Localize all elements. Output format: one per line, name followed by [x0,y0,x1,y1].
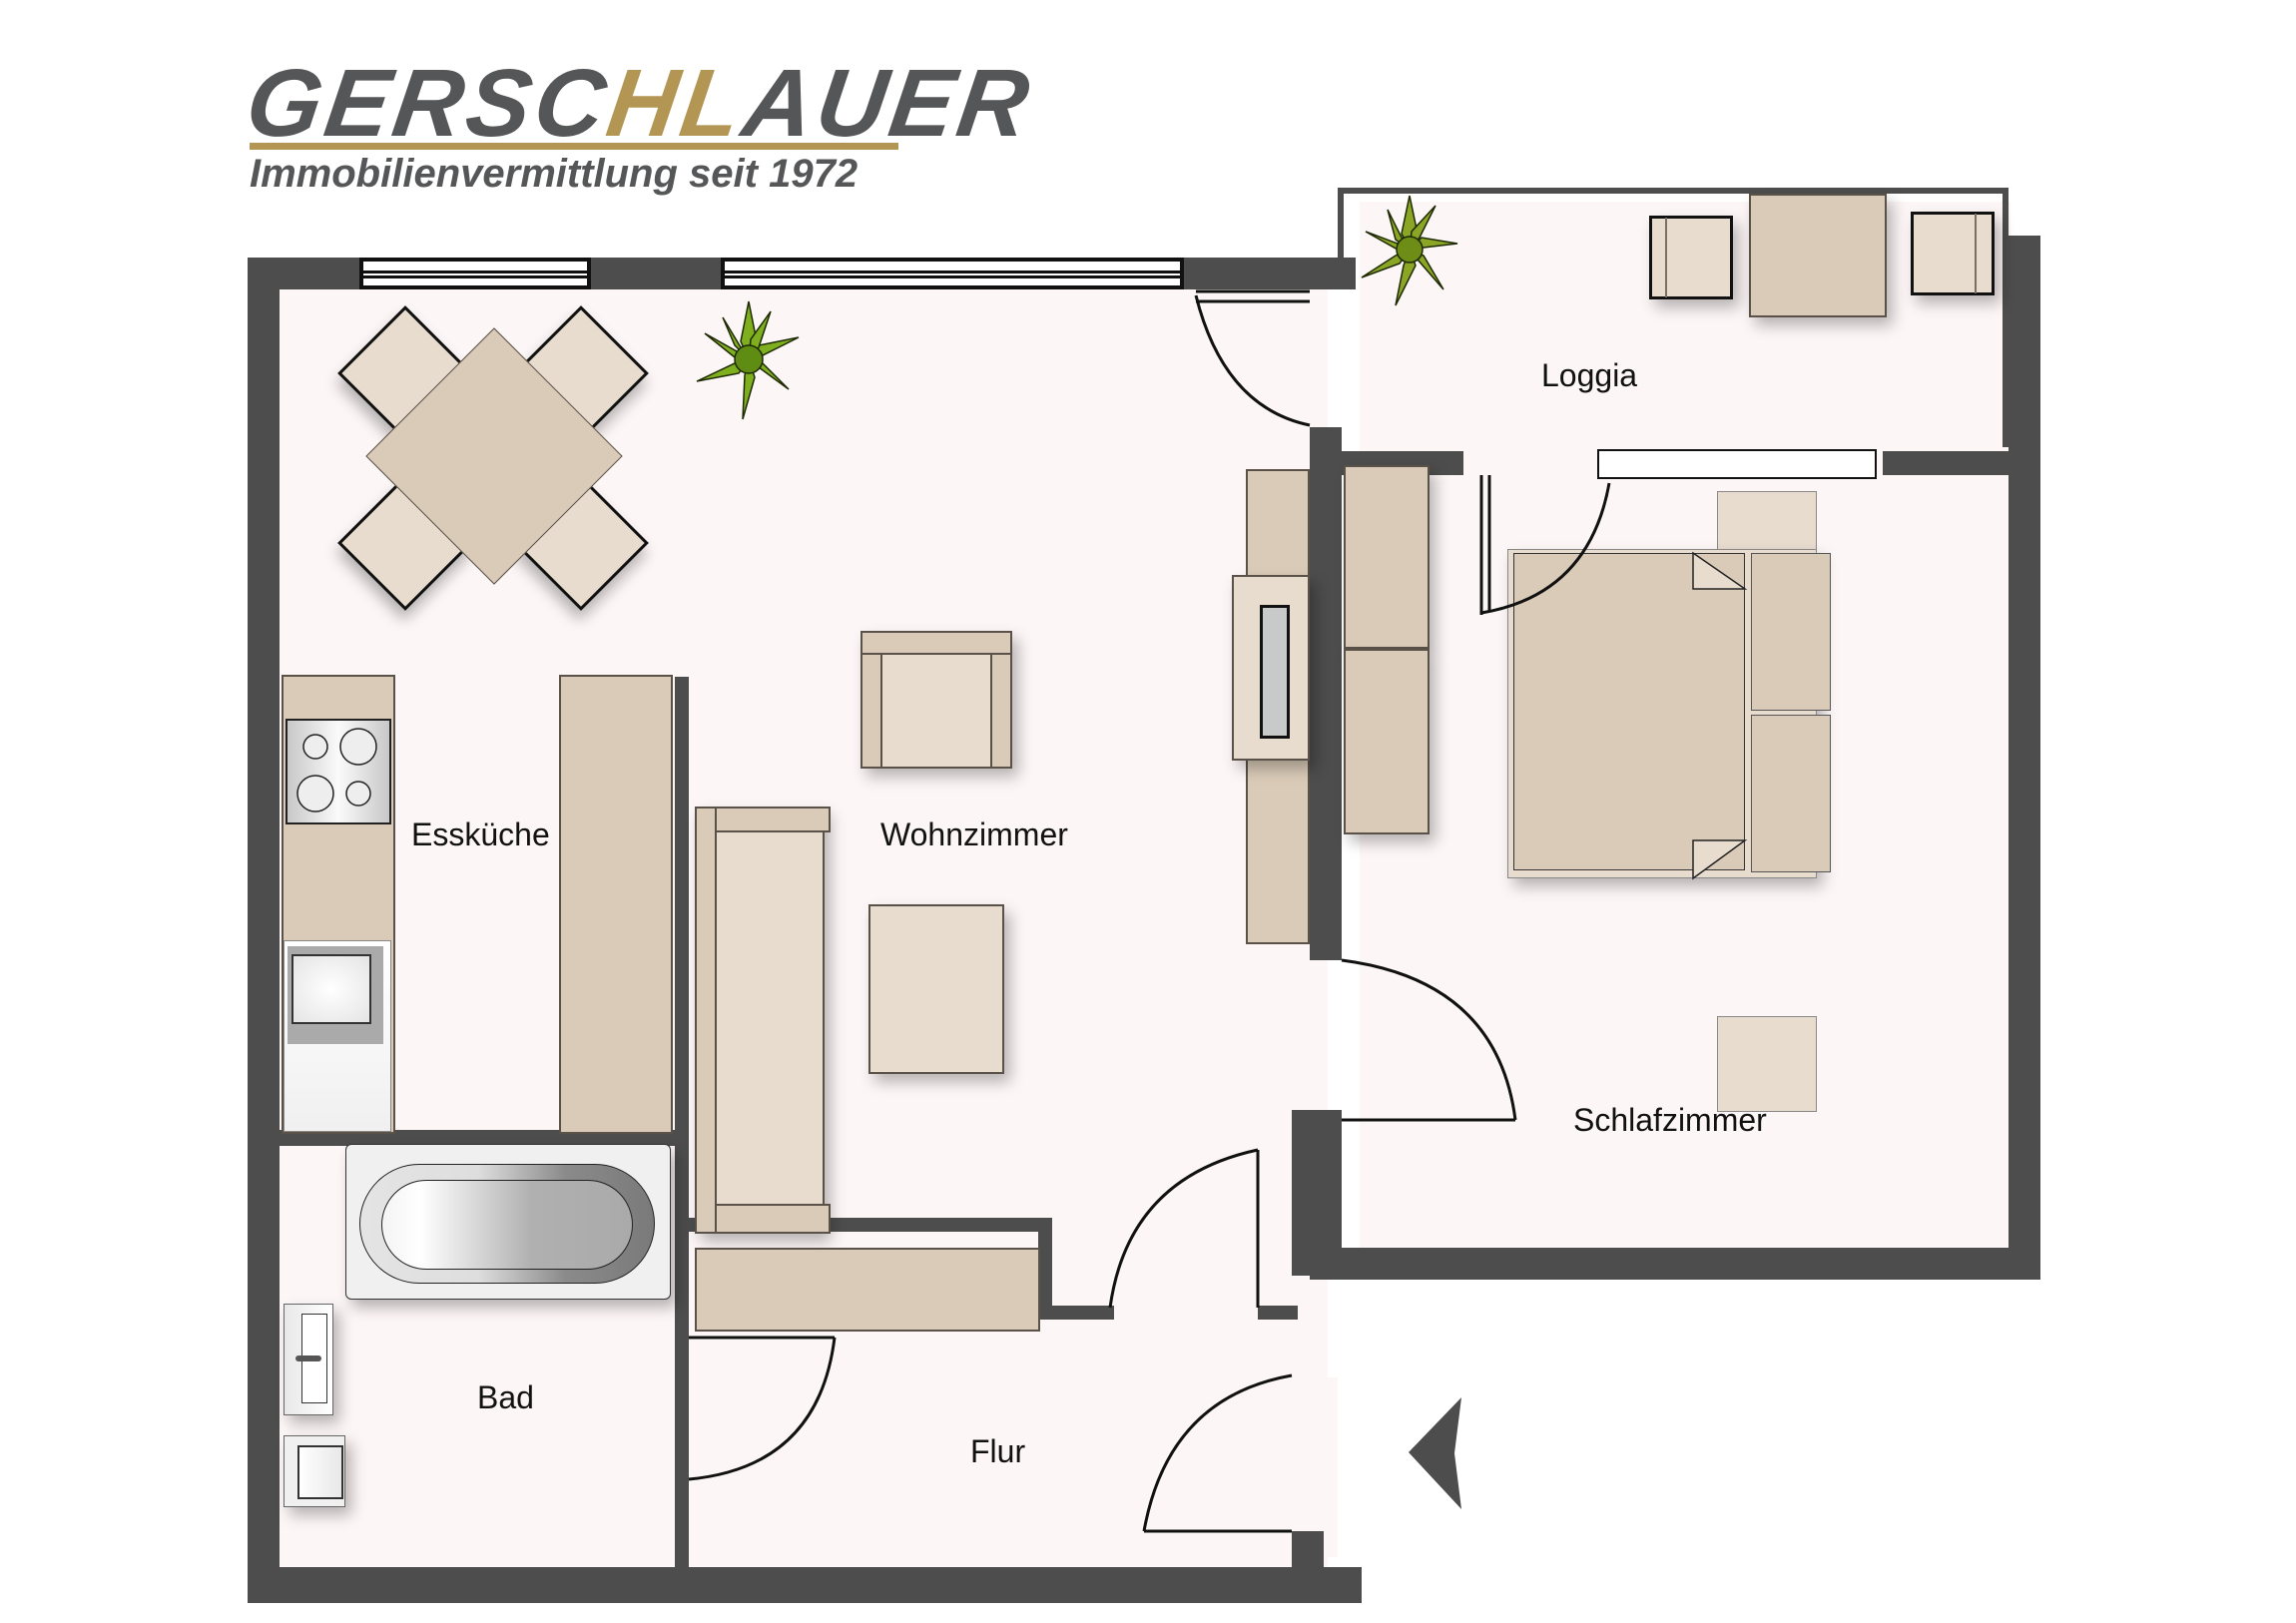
sideboard [695,1248,1040,1332]
wall-entry-right [1292,1531,1324,1603]
room-label-wohnzimmer: Wohnzimmer [880,816,1068,852]
pillow-top [1751,553,1831,711]
wall-living-bedroom [1310,427,1342,960]
stove-burners-icon [296,728,377,812]
floor-hall-entry [1288,1377,1338,1557]
wall-loggia-left-upper [1338,188,1344,260]
logo-tagline: Immobilienvermittlung seit 1972 [250,152,859,196]
wardrobe-upper [1344,465,1430,649]
wall-loggia-bedroom-right [1883,451,2010,475]
armchair-back [861,631,1012,655]
pillow-bottom [1751,715,1831,872]
door-entrance[interactable] [1142,1373,1293,1533]
sofa-back [695,807,717,1234]
faucet-icon [295,1355,321,1361]
sofa-arm-top [715,807,831,832]
room-label-esskueche: Essküche [411,816,550,852]
door-hall-living[interactable] [1108,1148,1260,1309]
room-label-loggia: Loggia [1541,357,1638,393]
kitchen-tall-cabinet [559,675,673,1134]
entrance-arrow-icon [1409,1397,1461,1509]
toilet-seat [297,1445,343,1499]
bathtub-basin [381,1180,633,1270]
wall-kitchen-bath [280,1130,689,1146]
logo-divider [250,143,898,150]
wall-hall-top-right [1038,1306,1114,1320]
loggia-chair-left-back [1665,218,1667,297]
sink-bowl [291,954,371,1024]
wall-loggia-right-thin [2003,188,2009,447]
wall-loggia-top [1338,188,2009,194]
door-hall-bath[interactable] [688,1336,837,1481]
door-living-bedroom[interactable] [1341,958,1517,1122]
wall-outer-bottom [248,1567,1362,1603]
bed-fold-corners [1692,551,1748,880]
plant-icon [696,300,800,420]
wall-bath-right [675,1336,689,1569]
loggia-table [1749,194,1887,317]
nightstand-bottom [1717,1016,1817,1112]
wall-kitchen-right [675,677,689,1336]
plant-icon [1361,195,1458,306]
wall-outer-right [2009,236,2040,1280]
wall-bedroom-bottom [1324,1248,2040,1280]
loggia-chair-right-back [1975,214,1977,293]
coffee-table [868,904,1004,1074]
window-living [721,258,1184,289]
sofa-arm-bottom [715,1204,831,1234]
loggia-chair-left [1649,216,1733,299]
armchair-arm-left [861,653,882,769]
room-label-schlafzimmer: Schlafzimmer [1573,1102,1767,1138]
room-label-flur: Flur [970,1433,1026,1469]
bed-mattress [1513,553,1745,870]
window-kitchen [359,258,591,289]
window-bedroom [1597,449,1877,479]
loggia-chair-right [1911,212,1995,295]
wall-hall-top-right-stub [1038,1218,1052,1318]
tv-screen [1260,605,1290,739]
wall-hall-right [1292,1110,1324,1276]
wall-hall-top-right2 [1258,1306,1298,1320]
armchair-arm-right [990,653,1012,769]
door-bedroom-loggia[interactable] [1479,475,1611,615]
wardrobe-lower [1344,649,1430,834]
door-living-loggia[interactable] [1194,289,1311,427]
wall-outer-left [248,258,280,1603]
room-label-bad: Bad [477,1379,534,1415]
